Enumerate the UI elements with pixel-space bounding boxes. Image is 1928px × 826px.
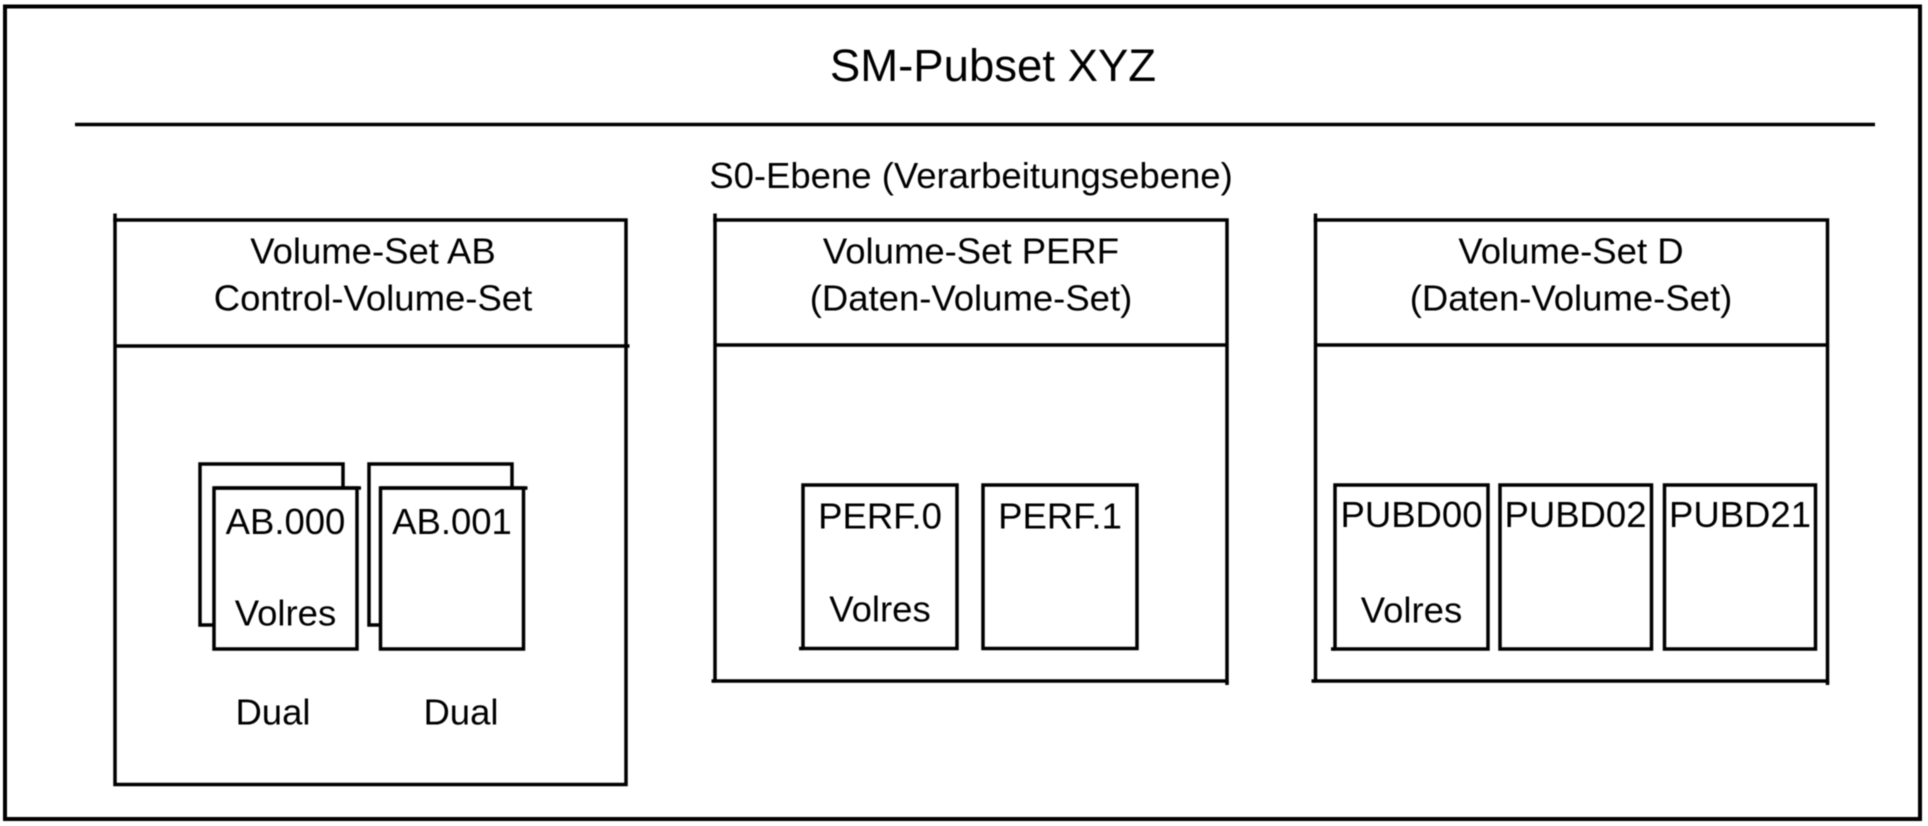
svg-text:PERF.0: PERF.0 bbox=[818, 496, 942, 537]
svg-text:PUBD02: PUBD02 bbox=[1504, 494, 1646, 535]
svg-text:AB.000: AB.000 bbox=[226, 501, 346, 542]
svg-text:S0-Ebene (Verarbeitungsebene): S0-Ebene (Verarbeitungsebene) bbox=[709, 155, 1233, 196]
svg-text:PUBD21: PUBD21 bbox=[1669, 494, 1811, 535]
svg-text:(Daten-Volume-Set): (Daten-Volume-Set) bbox=[1410, 278, 1733, 319]
svg-text:Dual: Dual bbox=[235, 692, 310, 733]
svg-text:AB.001: AB.001 bbox=[392, 501, 512, 542]
svg-text:Dual: Dual bbox=[423, 692, 498, 733]
svg-text:Volres: Volres bbox=[1361, 590, 1462, 631]
svg-text:Volume-Set PERF: Volume-Set PERF bbox=[823, 231, 1119, 272]
svg-text:(Daten-Volume-Set): (Daten-Volume-Set) bbox=[810, 278, 1133, 319]
svg-text:PUBD00: PUBD00 bbox=[1340, 494, 1482, 535]
svg-text:Volume-Set D: Volume-Set D bbox=[1458, 231, 1683, 272]
svg-text:Volres: Volres bbox=[829, 589, 930, 630]
svg-text:Volume-Set AB: Volume-Set AB bbox=[250, 231, 496, 272]
svg-text:SM-Pubset XYZ: SM-Pubset XYZ bbox=[830, 40, 1156, 91]
svg-text:PERF.1: PERF.1 bbox=[998, 496, 1122, 537]
svg-text:Volres: Volres bbox=[235, 593, 336, 634]
svg-text:Control-Volume-Set: Control-Volume-Set bbox=[214, 278, 533, 319]
